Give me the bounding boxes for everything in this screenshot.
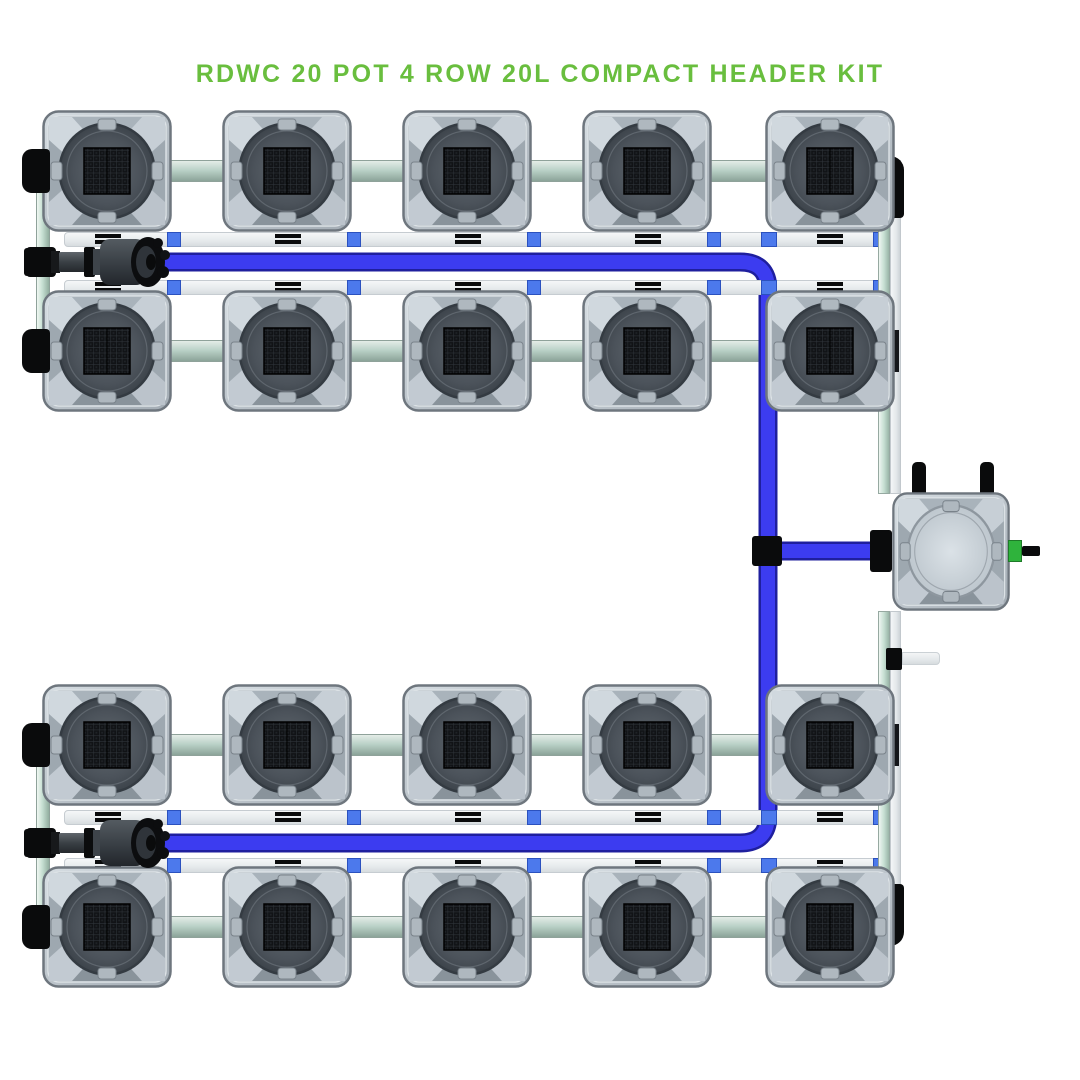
pipe-clip	[455, 282, 481, 286]
tank-inlet-fitting	[870, 530, 892, 572]
header-spray-line	[64, 810, 898, 825]
pipe-clip	[95, 288, 121, 292]
elbow-fitting	[22, 329, 50, 373]
push-fit-connector	[527, 810, 541, 825]
grow-pot-r1-c2	[222, 110, 352, 232]
grow-pot-r1-c5	[765, 110, 895, 232]
push-fit-connector	[167, 858, 181, 873]
grow-pot-r2-c1	[42, 290, 172, 412]
push-fit-connector	[167, 232, 181, 247]
header-tank	[892, 492, 1010, 611]
pipe-clip	[275, 240, 301, 244]
pipe-clip	[275, 860, 301, 864]
pipe-clip	[275, 812, 301, 816]
grow-pot-r4-c5	[765, 866, 895, 988]
pipe-clip	[455, 860, 481, 864]
grow-pot-r1-c4	[582, 110, 712, 232]
pipe-clip	[817, 288, 843, 292]
push-fit-connector	[761, 810, 777, 825]
grow-pot-r1-c3	[402, 110, 532, 232]
pipe-clip	[275, 234, 301, 238]
tank-post	[912, 462, 926, 496]
pipe-clip	[455, 818, 481, 822]
pump-assembly	[24, 234, 176, 290]
feed-line-branch	[752, 536, 888, 566]
pipe-clip	[455, 234, 481, 238]
grow-pot-r3-c5	[765, 684, 895, 806]
push-fit-connector	[707, 280, 721, 295]
pipe-clip	[635, 288, 661, 292]
pipe-clip	[275, 288, 301, 292]
push-fit-connector	[167, 280, 181, 295]
pipe-clip	[275, 818, 301, 822]
pipe-clip	[95, 234, 121, 238]
pipe-clip	[817, 812, 843, 816]
grow-pot-r3-c2	[222, 684, 352, 806]
push-fit-connector	[707, 810, 721, 825]
kit-title: RDWC 20 POT 4 ROW 20L COMPACT HEADER KIT	[195, 60, 885, 88]
tank-post	[980, 462, 994, 496]
elbow-fitting	[22, 149, 50, 193]
grow-pot-r4-c3	[402, 866, 532, 988]
pipe-clip	[635, 234, 661, 238]
push-fit-connector	[347, 280, 361, 295]
push-fit-connector	[761, 232, 777, 247]
grow-pot-r2-c5	[765, 290, 895, 412]
grow-pot-r2-c4	[582, 290, 712, 412]
pipe-clip	[635, 812, 661, 816]
pipe-clip	[455, 288, 481, 292]
pipe-clip	[635, 818, 661, 822]
drain-stub-pipe	[902, 652, 940, 665]
pipe-clip	[635, 860, 661, 864]
push-fit-connector	[527, 858, 541, 873]
pipe-clip	[455, 812, 481, 816]
pump-assembly	[24, 815, 176, 871]
push-fit-connector	[347, 810, 361, 825]
grow-pot-r2-c2	[222, 290, 352, 412]
pipe-clip	[817, 860, 843, 864]
pipe-clip	[95, 812, 121, 816]
push-fit-connector	[347, 858, 361, 873]
green-valve-handle	[1022, 546, 1040, 556]
pipe-clip	[635, 240, 661, 244]
push-fit-connector	[707, 858, 721, 873]
push-fit-connector	[347, 232, 361, 247]
elbow-fitting	[22, 905, 50, 949]
green-valve	[1008, 540, 1022, 562]
grow-pot-r3-c3	[402, 684, 532, 806]
pipe-clip	[95, 818, 121, 822]
pipe-joint-shadow	[894, 330, 899, 372]
elbow-fitting	[22, 723, 50, 767]
drain-fitting	[886, 648, 902, 670]
push-fit-connector	[167, 810, 181, 825]
pipe-clip	[817, 240, 843, 244]
grow-pot-r4-c2	[222, 866, 352, 988]
pipe-clip	[817, 282, 843, 286]
push-fit-connector	[527, 232, 541, 247]
pipe-joint-shadow	[894, 724, 899, 766]
pipe-clip	[817, 818, 843, 822]
pipe-clip	[635, 282, 661, 286]
grow-pot-r2-c3	[402, 290, 532, 412]
pipe-clip	[817, 234, 843, 238]
pipe-clip	[455, 240, 481, 244]
grow-pot-r3-c1	[42, 684, 172, 806]
grow-pot-r3-c4	[582, 684, 712, 806]
grow-pot-r1-c1	[42, 110, 172, 232]
push-fit-connector	[527, 280, 541, 295]
grow-pot-r4-c1	[42, 866, 172, 988]
push-fit-connector	[707, 232, 721, 247]
grow-pot-r4-c4	[582, 866, 712, 988]
pipe-clip	[275, 282, 301, 286]
push-fit-connector	[761, 280, 777, 295]
